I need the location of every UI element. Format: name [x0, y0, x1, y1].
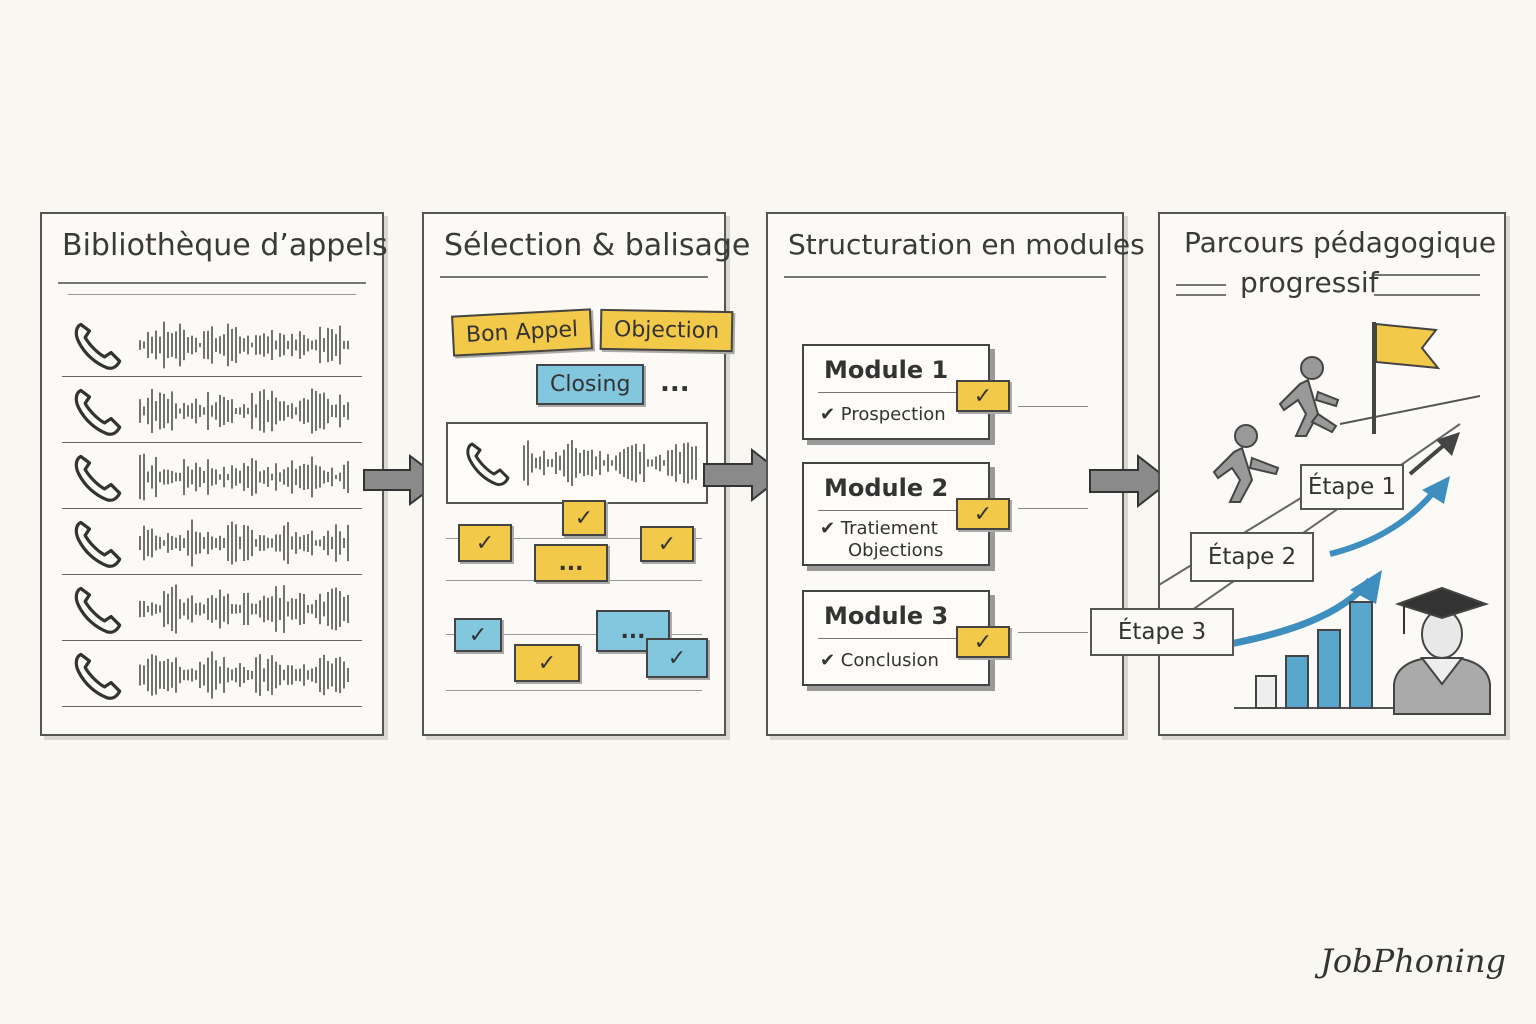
panel-call-library: Bibliothèque d’appels — [40, 212, 388, 736]
check-icon: ✓ — [562, 500, 606, 536]
divider — [58, 282, 366, 284]
staircase-illustration — [1160, 322, 1491, 715]
more-tags-ellipsis: ... — [660, 368, 690, 398]
step-3[interactable]: Étape 3 — [1090, 608, 1234, 656]
check-icon: ✓ — [646, 638, 708, 678]
phone-icon — [74, 520, 122, 568]
module-item: ✔ Conclusion — [820, 650, 939, 671]
phone-icon — [74, 454, 122, 502]
tag-objection[interactable]: Objection — [599, 308, 734, 353]
waveform-icon — [523, 440, 697, 486]
module-item: ✔ Prospection — [820, 404, 946, 425]
phone-icon — [74, 586, 122, 634]
comment-ellipsis-icon: ... — [534, 544, 608, 582]
person-climbing-icon — [1278, 356, 1340, 437]
call-row[interactable] — [62, 510, 362, 575]
call-row[interactable] — [62, 444, 362, 509]
divider — [440, 276, 708, 278]
panel-title-line-1: Parcours pédagogique — [1184, 226, 1497, 259]
waveform-icon — [139, 388, 349, 434]
module-card-1[interactable]: Module 1 ✔ Prospection — [802, 344, 990, 440]
waveform-icon — [139, 584, 349, 634]
tag-bon-appel[interactable]: Bon Appel — [451, 308, 594, 357]
module-title: Module 1 — [824, 356, 949, 384]
phone-icon — [466, 442, 510, 486]
divider — [1176, 294, 1226, 296]
panel-title: Sélection & balisage — [444, 228, 751, 263]
divider — [446, 538, 702, 539]
phone-icon — [74, 652, 122, 700]
call-row[interactable] — [62, 312, 362, 377]
tag-closing[interactable]: Closing — [536, 364, 645, 405]
divider — [1018, 632, 1088, 633]
check-icon: ✓ — [956, 498, 1010, 530]
panel-module-structuring: Structuration en modules Module 1 ✔ Pros… — [766, 212, 1145, 736]
divider — [446, 634, 702, 635]
module-item: Objections — [848, 540, 944, 561]
module-card-2[interactable]: Module 2 ✔ Tratiement Objections — [802, 462, 990, 566]
check-icon: ✓ — [956, 380, 1010, 412]
bar-chart-icon — [1234, 601, 1400, 709]
flag-icon — [1375, 322, 1441, 370]
divider — [446, 690, 702, 691]
module-item: ✔ Tratiement — [820, 518, 938, 539]
call-row[interactable] — [62, 642, 362, 707]
module-title: Module 2 — [824, 474, 949, 502]
divider — [1018, 406, 1088, 407]
brand-logo: JobPhoning — [1320, 942, 1506, 980]
step-2[interactable]: Étape 2 — [1190, 532, 1314, 582]
waveform-icon — [139, 519, 349, 567]
panel-selection-tagging: Sélection & balisage Bon Appel Objection… — [422, 212, 750, 736]
phone-icon — [74, 322, 122, 370]
waveform-icon — [139, 453, 349, 501]
arrow-right-icon — [1089, 453, 1172, 509]
phone-icon — [74, 388, 122, 436]
divider — [784, 276, 1106, 278]
check-icon: ✓ — [458, 524, 512, 562]
check-icon: ✓ — [640, 526, 694, 562]
divider — [1374, 274, 1480, 276]
module-card-3[interactable]: Module 3 ✔ Conclusion — [802, 590, 990, 686]
divider — [1018, 508, 1088, 509]
panel-title: Bibliothèque d’appels — [62, 228, 388, 263]
call-row[interactable] — [62, 576, 362, 641]
waveform-icon — [139, 651, 349, 699]
selected-call-card[interactable] — [446, 422, 708, 504]
waveform-icon — [139, 321, 349, 369]
graduate-icon — [1393, 586, 1491, 715]
check-icon: ✓ — [454, 618, 502, 652]
module-title: Module 3 — [824, 602, 949, 630]
divider — [68, 294, 356, 295]
step-1[interactable]: Étape 1 — [1300, 464, 1404, 510]
call-row[interactable] — [62, 378, 362, 443]
panel-title-line-2: progressif — [1240, 266, 1379, 299]
panel-title: Structuration en modules — [788, 228, 1145, 261]
divider — [1176, 284, 1226, 286]
divider — [1374, 294, 1480, 296]
check-icon: ✓ — [956, 626, 1010, 658]
panel-learning-path: Parcours pédagogique progressif — [1090, 212, 1506, 736]
person-climbing-icon — [1212, 424, 1280, 503]
check-icon: ✓ — [514, 644, 580, 682]
